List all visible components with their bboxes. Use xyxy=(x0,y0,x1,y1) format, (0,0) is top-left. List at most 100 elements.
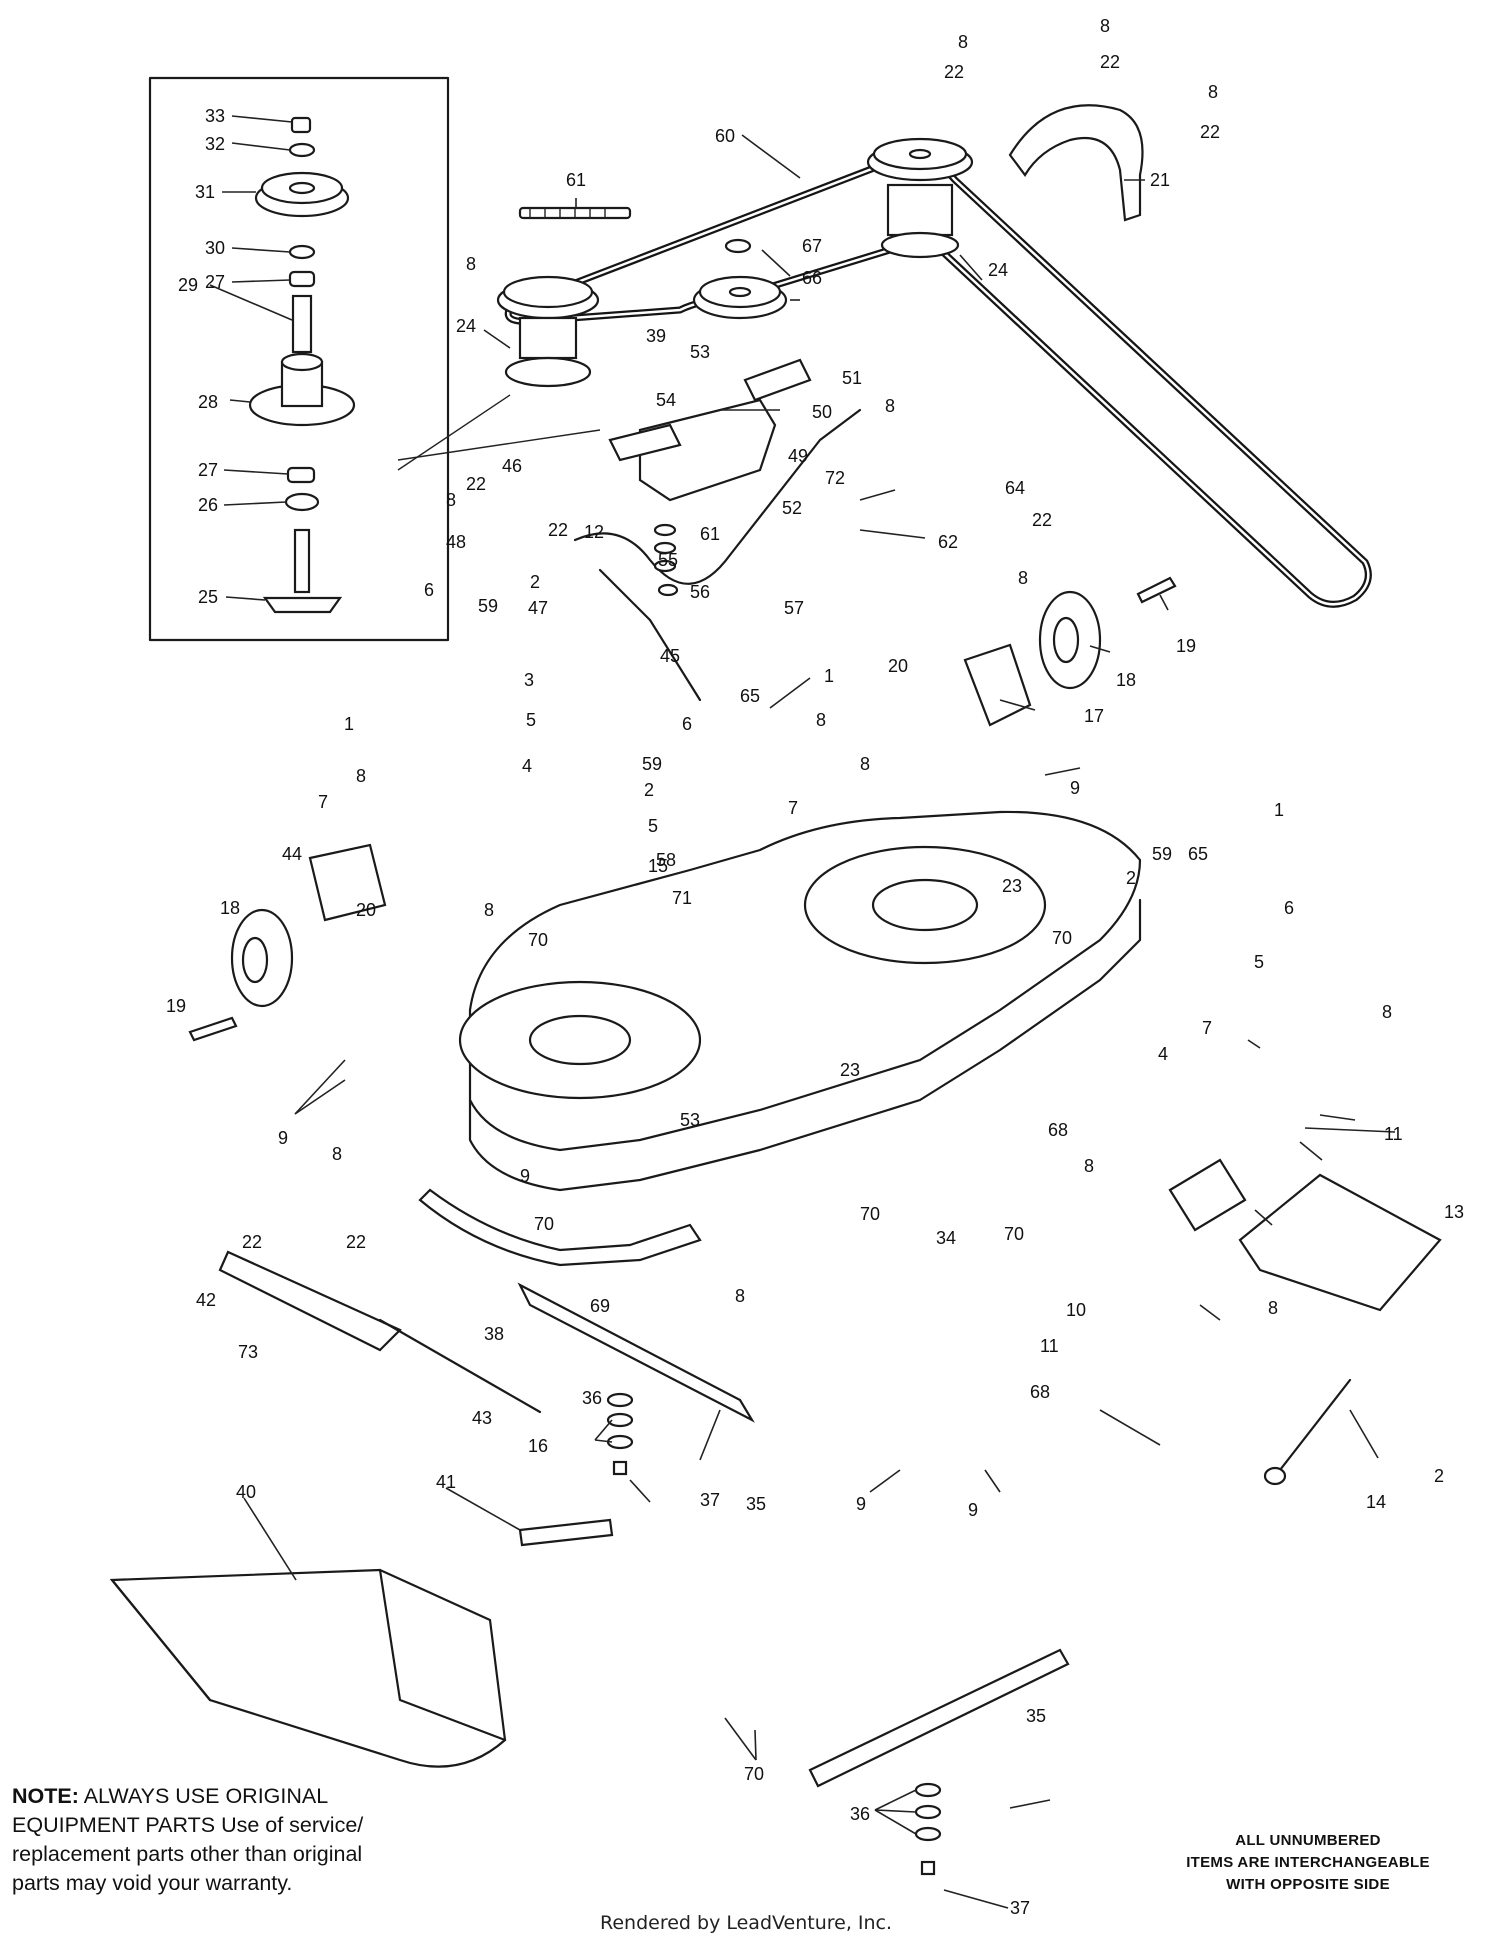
callout: 8 xyxy=(1382,1002,1392,1022)
callout: 64 xyxy=(1005,478,1025,498)
callout: 56 xyxy=(690,582,710,602)
callout: 51 xyxy=(842,368,862,388)
note-line-3: replacement parts other than original xyxy=(12,1842,363,1866)
callout: 12 xyxy=(584,522,604,542)
callout: 72 xyxy=(825,468,845,488)
callout: 65 xyxy=(740,686,760,706)
callout: 28 xyxy=(198,392,218,412)
callout: 41 xyxy=(436,1472,456,1492)
callout: 27 xyxy=(205,272,225,292)
callout: 18 xyxy=(1116,670,1136,690)
callout: 49 xyxy=(788,446,808,466)
callout: 29 xyxy=(178,275,198,295)
callout: 18 xyxy=(220,898,240,918)
callout: 20 xyxy=(356,900,376,920)
side-note-line-2: ITEMS ARE INTERCHANGEABLE xyxy=(1186,1854,1430,1871)
callout: 1 xyxy=(1274,800,1284,820)
callout: 9 xyxy=(278,1128,288,1148)
callout: 48 xyxy=(446,532,466,552)
callout: 17 xyxy=(1084,706,1104,726)
callout: 71 xyxy=(672,888,692,908)
callout: 31 xyxy=(195,182,215,202)
callout: 22 xyxy=(242,1232,262,1252)
callout: 59 xyxy=(642,754,662,774)
callout: 11 xyxy=(1384,1124,1403,1144)
callout: 37 xyxy=(1010,1898,1030,1918)
callout: 6 xyxy=(682,714,692,734)
callout: 6 xyxy=(1284,898,1294,918)
callout: 8 xyxy=(885,396,895,416)
callout: 8 xyxy=(332,1144,342,1164)
callout: 69 xyxy=(590,1296,610,1316)
callout: 70 xyxy=(1052,928,1072,948)
callout: 8 xyxy=(816,710,826,730)
callout: 15 xyxy=(648,856,668,876)
callout: 36 xyxy=(582,1388,602,1408)
callout: 5 xyxy=(648,816,658,836)
callout: 16 xyxy=(528,1436,548,1456)
callout: 1 xyxy=(824,666,834,686)
callout: 14 xyxy=(1366,1492,1386,1512)
callout: 73 xyxy=(238,1342,258,1362)
callout: 2 xyxy=(530,572,540,592)
callout: 68 xyxy=(1030,1382,1050,1402)
callout: 2 xyxy=(1434,1466,1444,1486)
callout: 70 xyxy=(1004,1224,1024,1244)
callout: 61 xyxy=(700,524,720,544)
callout: 7 xyxy=(1202,1018,1212,1038)
callout: 22 xyxy=(944,62,964,82)
callout: 5 xyxy=(526,710,536,730)
callout: 65 xyxy=(1188,844,1208,864)
callout: 36 xyxy=(850,1804,870,1824)
callout: 23 xyxy=(1002,876,1022,896)
callout: 24 xyxy=(988,260,1008,280)
callout: 58 xyxy=(656,850,676,870)
callout: 59 xyxy=(1152,844,1172,864)
callout: 70 xyxy=(744,1764,764,1784)
callout: 25 xyxy=(198,587,218,607)
callout: 35 xyxy=(746,1494,766,1514)
callout: 61 xyxy=(566,170,586,190)
note-line-4: parts may void your warranty. xyxy=(12,1871,293,1895)
note-line-1: ALWAYS USE ORIGINAL xyxy=(83,1784,329,1808)
callout: 66 xyxy=(802,268,822,288)
callout: 8 xyxy=(1100,16,1110,36)
callout: 43 xyxy=(472,1408,492,1428)
callout: 8 xyxy=(446,490,456,510)
callout: 21 xyxy=(1150,170,1170,190)
callout: 38 xyxy=(484,1324,504,1344)
callout: 50 xyxy=(812,402,832,422)
callout: 33 xyxy=(205,106,225,126)
callout: 60 xyxy=(715,126,735,146)
blades-and-chute xyxy=(109,1250,1352,1876)
callout: 5 xyxy=(1254,952,1264,972)
spindle-inset xyxy=(148,76,601,642)
callout: 10 xyxy=(1066,1300,1086,1320)
callout: 68 xyxy=(1048,1120,1068,1140)
callout: 70 xyxy=(528,930,548,950)
callout: 8 xyxy=(735,1286,745,1306)
callout: 32 xyxy=(205,134,225,154)
callout: 2 xyxy=(644,780,654,800)
callout: 42 xyxy=(196,1290,216,1310)
callout: 22 xyxy=(548,520,568,540)
callout: 13 xyxy=(1444,1202,1464,1222)
callout: 11 xyxy=(1040,1336,1059,1356)
callout: 7 xyxy=(788,798,798,818)
callout: 1 xyxy=(344,714,354,734)
leader-lines xyxy=(209,115,1396,1909)
callout: 22 xyxy=(346,1232,366,1252)
callout: 8 xyxy=(484,900,494,920)
render-credit: Rendered by LeadVenture, Inc. xyxy=(600,1912,893,1934)
callout: 9 xyxy=(968,1500,978,1520)
callout: 22 xyxy=(1032,510,1052,530)
callout: 19 xyxy=(1176,636,1196,656)
callout: 37 xyxy=(700,1490,720,1510)
callout: 70 xyxy=(534,1214,554,1234)
side-note-line-1: ALL UNNUMBERED xyxy=(1235,1832,1381,1849)
callout: 8 xyxy=(1018,568,1028,588)
callout: 52 xyxy=(782,498,802,518)
pulleys xyxy=(496,104,1144,388)
callout: 24 xyxy=(456,316,476,336)
